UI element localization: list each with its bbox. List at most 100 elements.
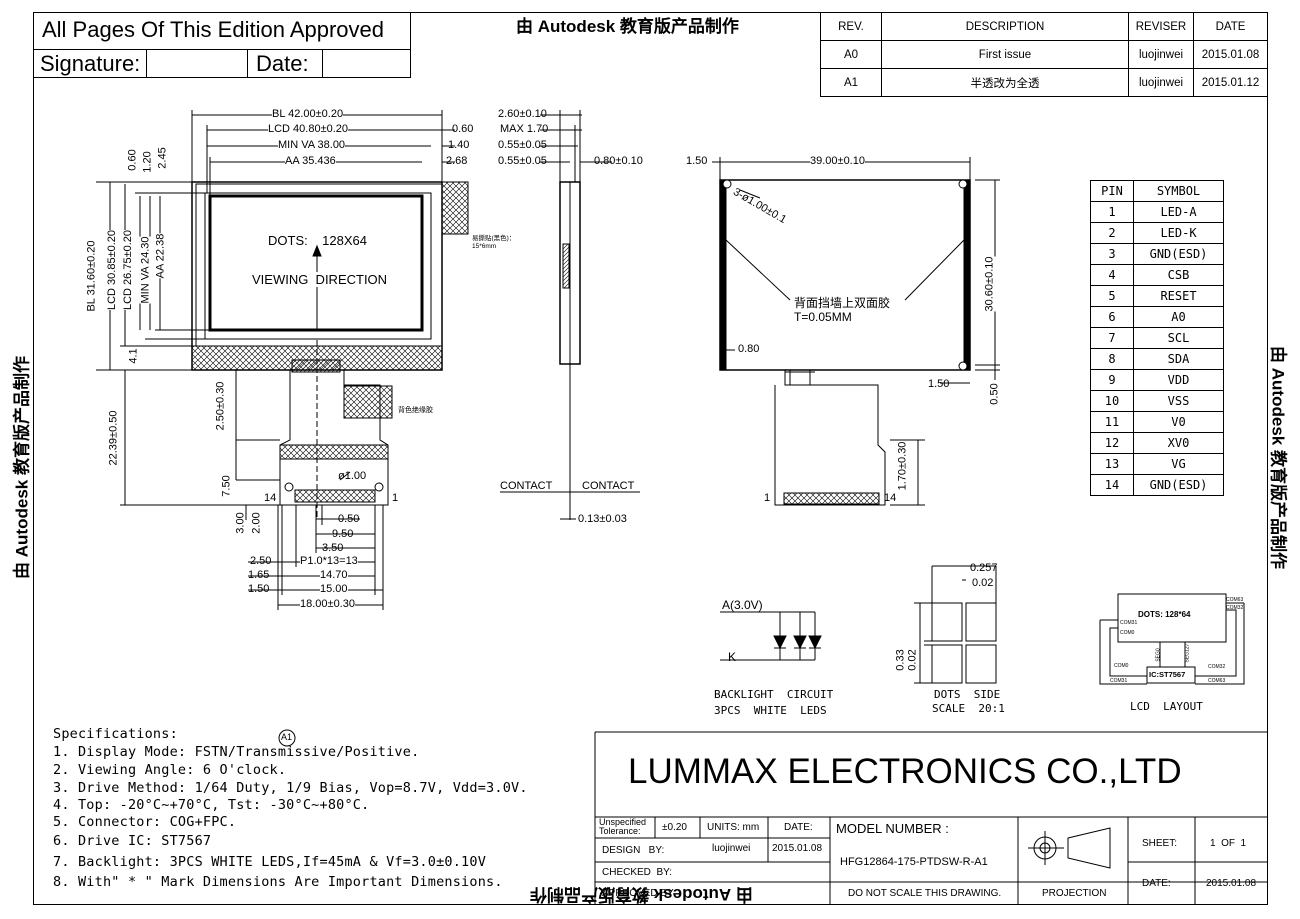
back-dim-1-50: 1.50 — [928, 378, 950, 390]
table-cell: SDA — [1133, 348, 1224, 370]
back-dim-1-70: 1.70±0.30 — [896, 441, 909, 491]
dots-dim-3: 0.33 — [894, 649, 907, 671]
dim-pitch: P1.0*13=13 — [300, 555, 358, 567]
layout-pin-label: COM63 — [1208, 678, 1226, 684]
back-pin-14: 14 — [884, 492, 897, 504]
dots-dim-4: 0.02 — [906, 649, 919, 671]
anode-label: A(3.0V) — [722, 598, 763, 612]
projection-label: PROJECTION — [1042, 888, 1107, 899]
back-dim-1: 1.50 — [686, 155, 708, 167]
dim-7-50: 7.50 — [220, 475, 233, 497]
viewing-direction-label: VIEWING DIRECTION — [252, 272, 388, 287]
dim-left-top-1: 0.60 — [126, 149, 139, 171]
dim-right-1: 0.60 — [452, 123, 474, 135]
table-cell: 13 — [1090, 453, 1134, 475]
dim-1-50: 1.50 — [248, 583, 270, 595]
symbol-header: SYMBOL — [1133, 180, 1224, 202]
side-dim-1: 2.60±0.10 — [498, 108, 547, 120]
company-name: LUMMAX ELECTRONICS CO.,LTD — [628, 752, 1182, 791]
unspecified-tolerance: Unspecified Tolerance: — [599, 817, 647, 836]
table-cell: 12 — [1090, 432, 1134, 454]
back-dim-height: 30.60±0.10 — [983, 256, 996, 312]
pin-1-label: 1 — [392, 492, 399, 504]
table-cell: 9 — [1090, 369, 1134, 391]
design-date: 2015.01.08 — [772, 843, 823, 854]
model-label: MODEL NUMBER : — [836, 821, 949, 836]
signature-field[interactable] — [146, 49, 248, 77]
table-cell: First issue — [881, 40, 1129, 69]
table-cell: 2015.01.12 — [1193, 68, 1268, 97]
approved-by-label: APPROVED BY: — [602, 888, 676, 899]
table-cell: 7 — [1090, 327, 1134, 349]
table-cell: 2015.01.08 — [1193, 40, 1268, 69]
reviser-header: REVISER — [1128, 12, 1194, 41]
table-cell: RESET — [1133, 285, 1224, 307]
dim-9-50: 9.50 — [332, 528, 354, 540]
layout-pin-label: COM32 — [1208, 664, 1226, 670]
approval-title: All Pages Of This Edition Approved — [42, 17, 385, 42]
back-fpc-contacts — [783, 492, 880, 505]
fpc-hole-left — [284, 482, 294, 492]
side-dim-4: 0.55±0.05 — [498, 155, 547, 167]
back-dim-width: 39.00±0.10 — [810, 155, 865, 167]
table-cell: XV0 — [1133, 432, 1224, 454]
contact-right: CONTACT — [582, 480, 635, 492]
spec-item: 4. Top: -20°C~+70°C, Tst: -30°C~+80°C. — [53, 797, 370, 813]
dots-scale-caption: SCALE 20:1 — [932, 702, 1005, 715]
table-cell: 6 — [1090, 306, 1134, 328]
dim-3-50: 3.50 — [322, 542, 344, 554]
layout-pin-label: COM32 — [1226, 605, 1244, 611]
layout-caption: LCD LAYOUT — [1130, 700, 1203, 713]
contact-left: CONTACT — [500, 480, 553, 492]
backlight-leds-caption: 3PCS WHITE LEDS — [714, 704, 827, 717]
table-cell: GND(ESD) — [1133, 474, 1224, 496]
dim-fpc-2-50: 2.50±0.30 — [214, 381, 227, 431]
table-cell: GND(ESD) — [1133, 243, 1224, 265]
date-field[interactable] — [322, 49, 411, 77]
dim-bl-height: BL 31.60±0.20 — [85, 240, 98, 312]
back-pin-1: 1 — [764, 492, 771, 504]
layout-pin-label: COM31 — [1120, 620, 1138, 626]
dim-aa-height: AA 22.38 — [154, 233, 167, 279]
viewing-area — [204, 192, 432, 340]
fpc-hole-right — [374, 482, 384, 492]
dim-3-00: 3.00 — [234, 512, 247, 534]
model-number: HFG12864-175-PTDSW-R-A1 — [840, 856, 988, 868]
backlight-caption: BACKLIGHT CIRCUIT — [714, 688, 834, 701]
sheet-value: 1 OF 1 — [1210, 838, 1247, 849]
table-cell: 4 — [1090, 264, 1134, 286]
dim-14-70: 14.70 — [320, 569, 348, 581]
units-label: UNITS: mm — [707, 822, 760, 833]
table-cell: LED-A — [1133, 201, 1224, 223]
side-dim-3: 0.55±0.05 — [498, 139, 547, 151]
tb-date-value: 2015.01.08 — [1206, 878, 1257, 889]
layout-pin-label: COM31 — [1110, 678, 1128, 684]
dim-left-top-3: 2.45 — [156, 147, 169, 169]
drawing-frame — [33, 12, 1268, 905]
dots-dim-1: 0.257 — [970, 562, 998, 574]
dim-va-height: MIN VA 24.30 — [139, 236, 152, 304]
dim-fpc-length: 22.39±0.50 — [107, 410, 120, 466]
table-cell: 10 — [1090, 390, 1134, 412]
dim-4-1: 4.1 — [127, 348, 140, 364]
layout-pin-label: SEG0 — [1155, 648, 1162, 662]
layout-pin-label: COM0 — [1120, 630, 1135, 636]
table-cell: V0 — [1133, 411, 1224, 433]
layout-pin-label: SEG127 — [1184, 643, 1191, 663]
layout-ic: IC:ST7567 — [1149, 670, 1186, 679]
spec-item: 1. Display Mode: FSTN/Transmissive/Posit… — [53, 744, 420, 760]
dim-lcd-height2: LCD 26.75±0.20 — [122, 229, 135, 311]
rev-marker: A1 — [281, 732, 293, 742]
dim-right-2: 1.40 — [448, 139, 470, 151]
spec-item: 6. Drive IC: ST7567 — [53, 833, 212, 849]
layout-pin-label: COM63 — [1226, 597, 1244, 603]
back-dim-0-50: 0.50 — [988, 383, 1001, 405]
dots-dim-2: 0.02 — [972, 577, 994, 589]
side-dim-5: 0.80±0.10 — [594, 155, 643, 167]
back-tape-thickness: T=0.05MM — [794, 310, 852, 324]
table-cell: LED-K — [1133, 222, 1224, 244]
table-cell: luojinwei — [1128, 40, 1194, 69]
watermark-top: 由 Autodesk 教育版产品制作 — [516, 17, 739, 36]
lcd-outline — [195, 183, 443, 347]
side-dim-2: MAX 1.70 — [500, 123, 549, 135]
